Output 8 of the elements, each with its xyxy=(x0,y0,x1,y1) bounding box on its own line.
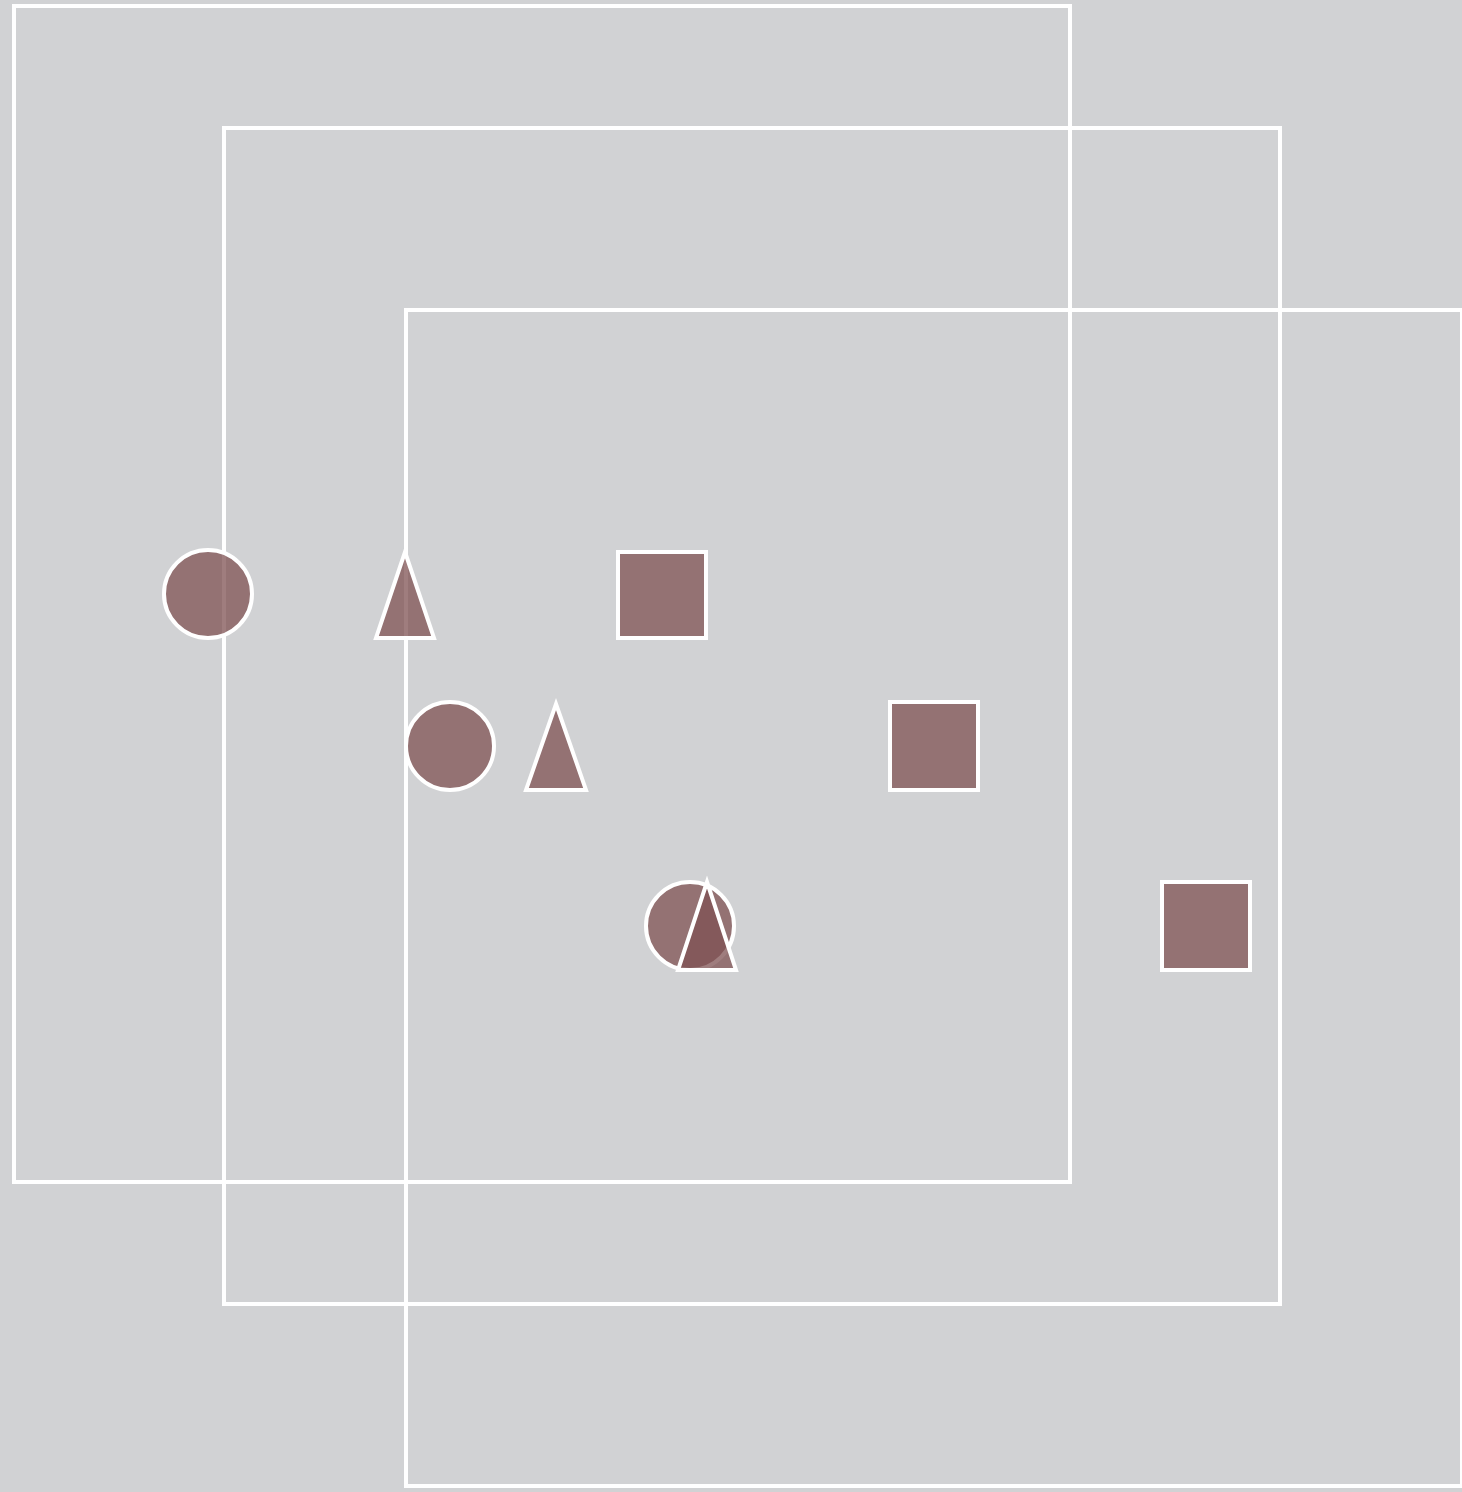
triangle-marker xyxy=(374,550,436,640)
square-marker xyxy=(1160,880,1252,972)
square-marker xyxy=(888,700,980,792)
frame-outline xyxy=(222,126,1282,1306)
square-marker xyxy=(616,550,708,640)
circle-marker xyxy=(404,700,496,792)
frame-outline xyxy=(12,4,1072,1184)
triangle-marker xyxy=(524,702,588,792)
